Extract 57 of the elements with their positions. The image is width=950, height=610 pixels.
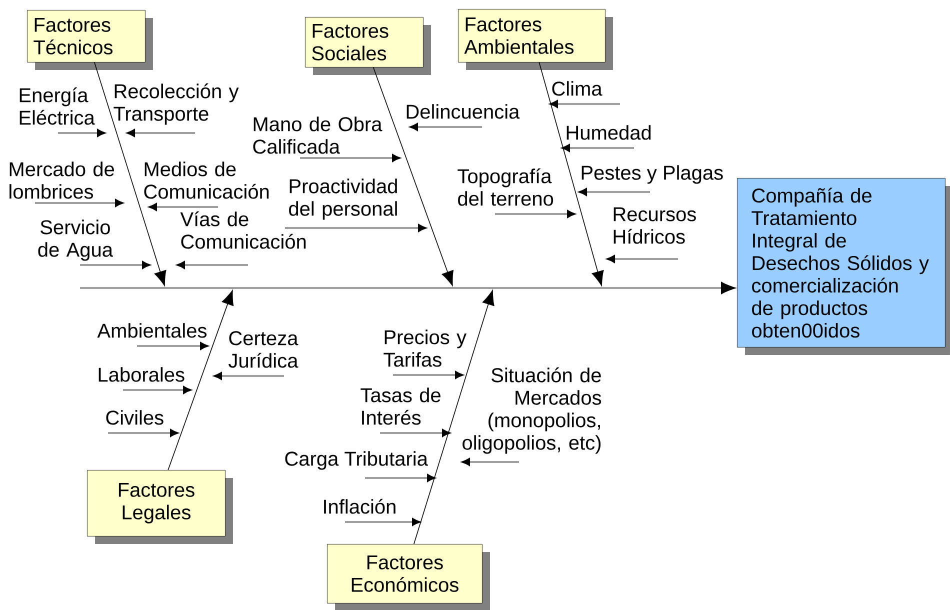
cause-label: Recursos Hídricos (614, 207, 696, 244)
cause-arrow (606, 254, 615, 264)
cause-label: Laborales (98, 367, 184, 382)
category-box: Factores Económicos (327, 544, 490, 610)
cause-arrow (126, 128, 136, 138)
spine-arrow (80, 282, 736, 294)
cause-arrow (549, 100, 558, 108)
cause-label: Inflación (324, 498, 396, 514)
cause-label: Recolección y Transporte (114, 83, 239, 125)
cause-arrow (176, 260, 186, 270)
bone-arrow (94, 62, 166, 286)
cause-arrow (418, 224, 428, 232)
effect-box: Compañía de Tratamiento Integral de Desechos Sólidos y comercialización de productos obten00idos (737, 178, 950, 355)
cause-arrow (567, 210, 576, 218)
bone-arrow (372, 67, 454, 286)
category-box: Factores Legales (87, 470, 233, 544)
cause-arrow (427, 474, 436, 482)
cause-label: Servicio de Agua (38, 220, 113, 261)
cause-arrow (561, 144, 570, 152)
category-box: Factores Sociales (305, 17, 431, 75)
cause-arrow (578, 188, 587, 196)
cause-label: Medios de Comunicación (144, 162, 269, 199)
cause-label: Civiles (106, 410, 164, 425)
cause-arrow (148, 202, 158, 212)
cause-arrow (97, 128, 106, 138)
cause-arrow (461, 458, 470, 466)
cause-label: Mano de Obra Calificada (253, 116, 382, 154)
cause-label: Precios y Tarifas (384, 330, 466, 367)
cause-arrow (412, 518, 422, 526)
cause-label: Carga Tributaria (285, 451, 428, 470)
cause-label: Topografía del terreno (458, 168, 554, 206)
cause-label: Mercado de lombrices (10, 162, 114, 199)
cause-arrow (200, 342, 210, 350)
cause-label: Delincuencia (406, 104, 520, 119)
cause-label: Proactividad del personal (289, 178, 397, 220)
cause-arrow (170, 428, 180, 438)
cause-label: Tasas de Interés (360, 388, 440, 425)
cause-label: Clima (552, 81, 602, 96)
bone-arrow (538, 62, 604, 286)
cause-arrow (442, 428, 452, 438)
cause-arrow (115, 198, 124, 208)
cause-arrow (213, 372, 222, 380)
category-box: Factores Técnicos (27, 10, 153, 70)
bone-arrow (414, 290, 494, 544)
category-box: Factores Ambientales (458, 9, 613, 70)
cause-arrow (392, 154, 402, 162)
cause-label: Situación de Mercados (monopolios, oligopolios, etc) (462, 367, 602, 454)
cause-arrow (142, 260, 152, 270)
cause-arrow (455, 370, 464, 380)
cause-label: Energía Eléctrica (20, 87, 95, 125)
cause-arrow (183, 386, 192, 394)
cause-label: Pestes y Plagas (582, 165, 723, 184)
cause-label: Ambientales (97, 323, 207, 338)
cause-label: Humedad (566, 125, 651, 140)
bone-arrow (168, 290, 234, 470)
cause-label: Certeza Jurídica (228, 331, 298, 368)
cause-arrow (409, 122, 418, 132)
